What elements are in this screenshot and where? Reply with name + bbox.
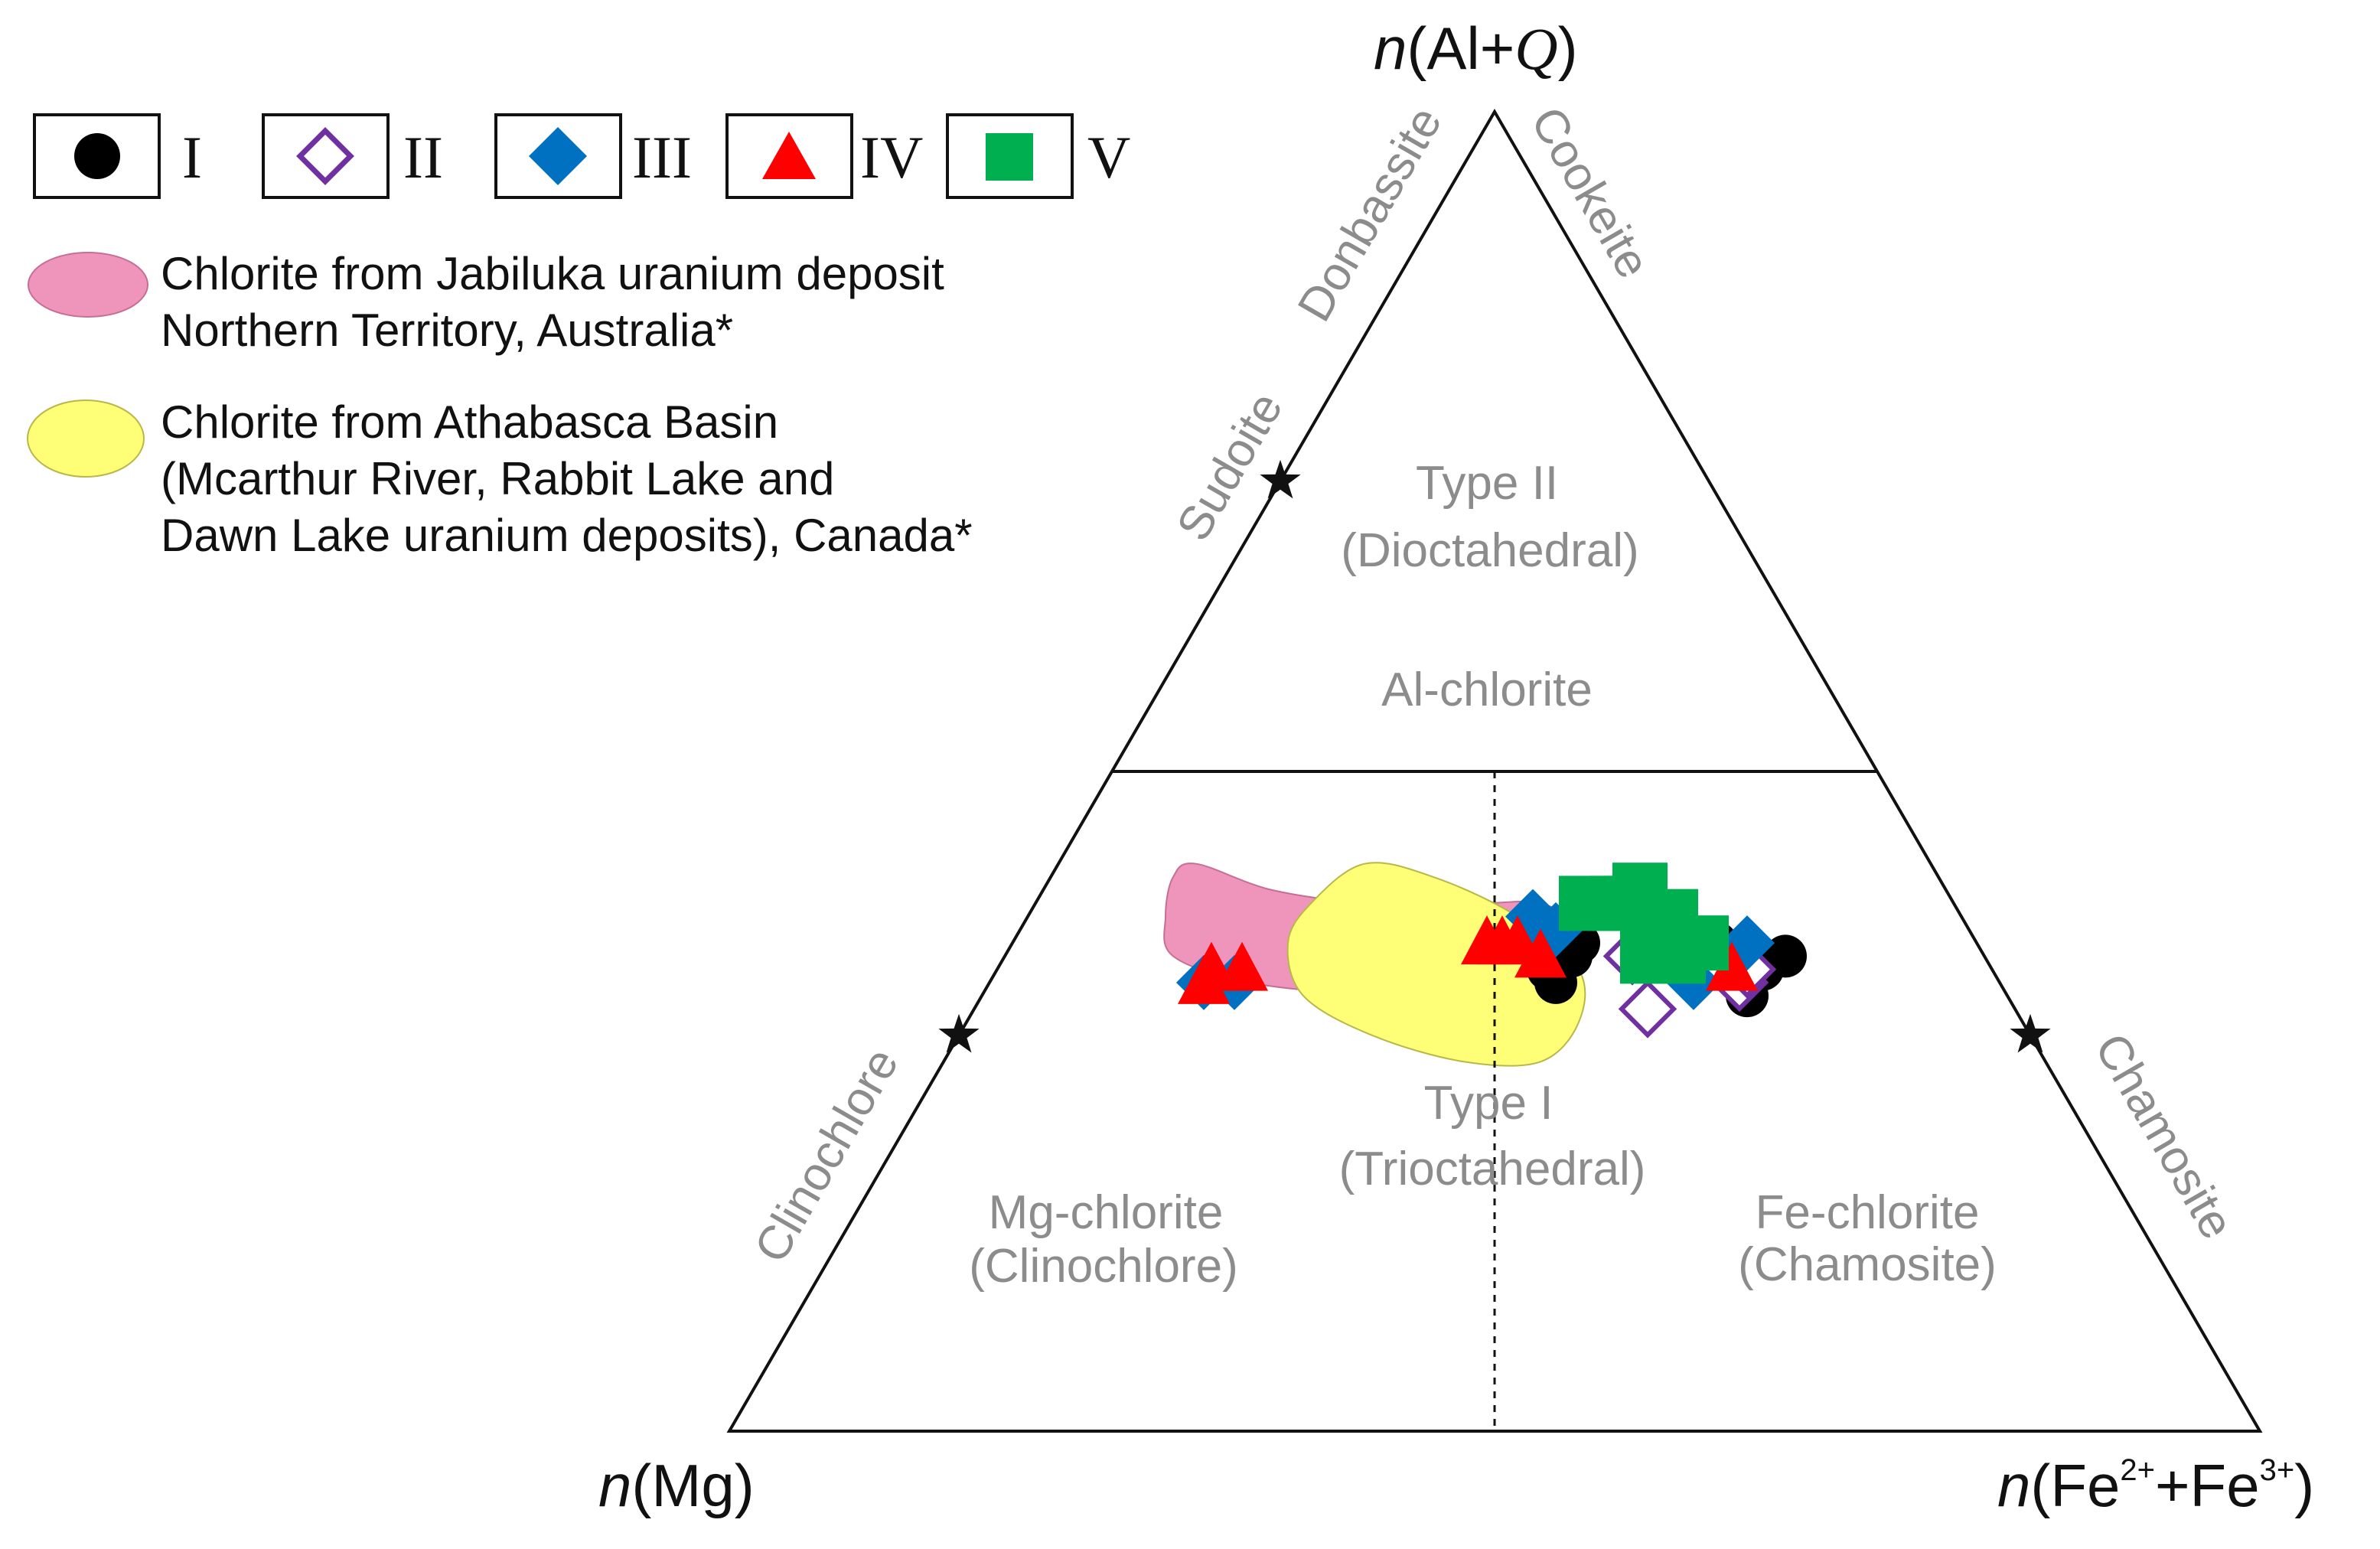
apex-labels: n(Al+Q) n(Mg) n(Fe2++Fe3+) [598,15,2314,1519]
label-chamosite-paren: (Chamosite) [1738,1238,1997,1291]
legend-item-II: II [262,113,443,199]
legend-box [262,113,390,199]
label-clinochlore-paren: (Clinochlore) [969,1240,1237,1293]
label-sudoite: Sudoite [1167,383,1293,549]
legend-label-II: II [403,124,443,191]
point-IV-1 [1178,954,1230,1004]
point-V-7 [1559,876,1614,931]
label-clinochlore: Clinochlore [745,1039,909,1271]
label-fe-chlorite: Fe-chlorite [1756,1186,1980,1239]
legend-box [725,113,853,199]
apex-left-n: n [598,1452,631,1519]
legend-marker-triangle [762,132,816,179]
label-al-chlorite: Al-chlorite [1381,664,1593,716]
apex-top-q: Q [1514,15,1557,82]
legend-item-I: I [33,113,202,199]
legend-text-yellow-3: Dawn Lake uranium deposits), Canada* [161,510,973,561]
apex-right-sup2: 3+ [2260,1453,2295,1487]
legend-series: I II III IV V [33,113,1130,199]
point-V-6 [1620,928,1675,984]
legend-label-I: I [182,124,202,191]
label-type-ii: Type II [1416,457,1558,510]
legend-text-pink-1: Chlorite from Jabiluka uranium deposit [161,248,944,299]
point-IV-2 [1216,941,1268,991]
apex-label-top: n(Al+Q) [1374,15,1578,82]
apex-top-n: n [1374,15,1407,82]
legend-box [494,113,622,199]
legend-box [33,113,161,199]
point-IV-6 [1514,928,1567,978]
apex-right-end: ) [2294,1452,2314,1519]
label-donbassite: Donbassite [1288,98,1452,330]
star-chamosite [2010,1013,2051,1053]
label-chamosite: Chamosite [2085,1025,2244,1247]
legend-swatch-pink [28,252,148,318]
point-IV-8 [1706,941,1758,991]
star-clinochlore [938,1013,980,1053]
legend-text-yellow-1: Chlorite from Athabasca Basin [161,396,778,448]
field-labels: Type II (Dioctahedral) Al-chlorite Type … [969,457,1997,1293]
label-type-i: Type I [1424,1077,1554,1130]
legend-item-V: V [946,113,1130,199]
legend-marker-square [986,133,1033,181]
triangle-frame [726,109,2263,1433]
apex-label-left: n(Mg) [598,1452,755,1519]
apex-top-al: (Al+ [1407,15,1514,82]
legend-text-yellow-2: (Mcarthur River, Rabbit Lake and [161,453,834,504]
point-II-0 [1618,980,1677,1039]
legend-text-pink-2: Northern Territory, Australia* [161,305,733,356]
legend-label-IV: IV [860,124,923,191]
legend-swatch-yellow [27,399,145,478]
apex-label-right: n(Fe2++Fe3+) [1997,1452,2314,1519]
apex-right-mid: +Fe [2155,1452,2260,1519]
apex-left-mg: (Mg) [631,1452,754,1519]
legend-marker-circle [74,133,120,179]
point-V-8 [1674,915,1729,971]
data-points [1176,863,1807,1039]
apex-right-n: n [1997,1452,2030,1519]
legend-label-III: III [632,124,692,191]
end-member-stars [938,459,2051,1053]
apex-right-sup1: 2+ [2120,1453,2155,1487]
legend-box [946,113,1074,199]
legend-item-III: III [494,113,692,199]
point-I-7 [1764,934,1807,978]
label-trioctahedral: (Trioctahedral) [1339,1143,1646,1195]
legend-fields: Chlorite from Jabiluka uranium deposit N… [27,248,973,561]
label-dioctahedral: (Dioctahedral) [1341,524,1638,577]
star-sudoite [1260,459,1301,499]
legend-marker-diamond [529,127,587,185]
label-mg-chlorite: Mg-chlorite [989,1186,1224,1239]
legend-item-IV: IV [725,113,923,199]
apex-right-fe: (Fe [2030,1452,2120,1519]
apex-top-close: ) [1558,15,1578,82]
legend-marker-open-diamond [296,127,354,185]
legend-label-V: V [1087,124,1130,191]
